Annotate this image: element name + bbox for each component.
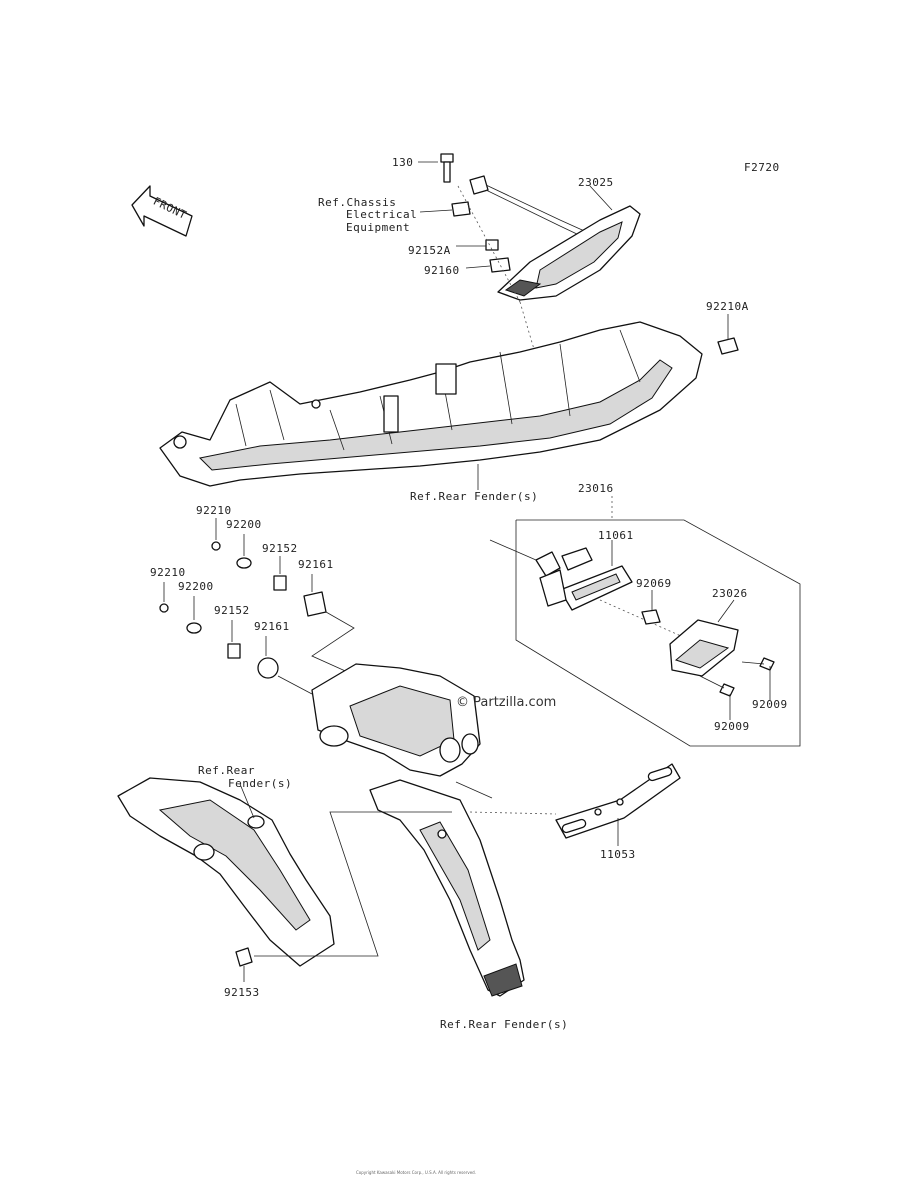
label-ref-rear-fender-bottom: Ref.Rear Fender(s) — [440, 1018, 568, 1031]
label-92200-b: 92200 — [178, 580, 214, 593]
label-23016: 23016 — [578, 482, 614, 495]
label-92160: 92160 — [424, 264, 460, 277]
label-92210A: 92210A — [706, 300, 749, 313]
rear-frame — [159, 314, 739, 490]
label-23025-top: 23025 — [578, 176, 614, 189]
label-ref-rear-fender-left-2: Fender(s) — [228, 777, 292, 790]
label-92153: 92153 — [224, 986, 260, 999]
label-ref-chassis-2: Electrical — [346, 208, 417, 221]
label-92069: 92069 — [636, 577, 672, 590]
front-arrow-icon: FRONT — [131, 185, 193, 237]
figure-code: F2720 — [744, 161, 780, 174]
license-plate-bracket — [469, 763, 681, 846]
tail-light-assembly — [418, 153, 641, 411]
label-92210-b: 92210 — [150, 566, 186, 579]
label-ref-rear-fender-top: Ref.Rear Fender(s) — [410, 490, 538, 503]
footer-copyright: Copyright Kawasaki Motors Corp., U.S.A. … — [356, 1170, 476, 1175]
label-92009-a: 92009 — [752, 698, 788, 711]
hardware-group — [159, 518, 355, 695]
label-130: 130 — [392, 156, 413, 169]
label-ref-chassis-1: Ref.Chassis — [318, 196, 396, 209]
rear-fender-bracket — [311, 663, 525, 997]
label-23026: 23026 — [712, 587, 748, 600]
left-fender — [117, 777, 452, 982]
label-92200-a: 92200 — [226, 518, 262, 531]
label-11053: 11053 — [600, 848, 636, 861]
label-92210-a: 92210 — [196, 504, 232, 517]
label-92152-b: 92152 — [214, 604, 250, 617]
label-92161-b: 92161 — [254, 620, 290, 633]
label-ref-rear-fender-left-1: Ref.Rear — [198, 764, 255, 777]
label-92152A: 92152A — [408, 244, 451, 257]
label-92152-a: 92152 — [262, 542, 298, 555]
label-92009-b: 92009 — [714, 720, 750, 733]
license-light-box — [489, 496, 801, 747]
watermark: © Partzilla.com — [456, 695, 556, 710]
label-92161-a: 92161 — [298, 558, 334, 571]
label-11061: 11061 — [598, 529, 634, 542]
label-ref-chassis-3: Equipment — [346, 221, 410, 234]
